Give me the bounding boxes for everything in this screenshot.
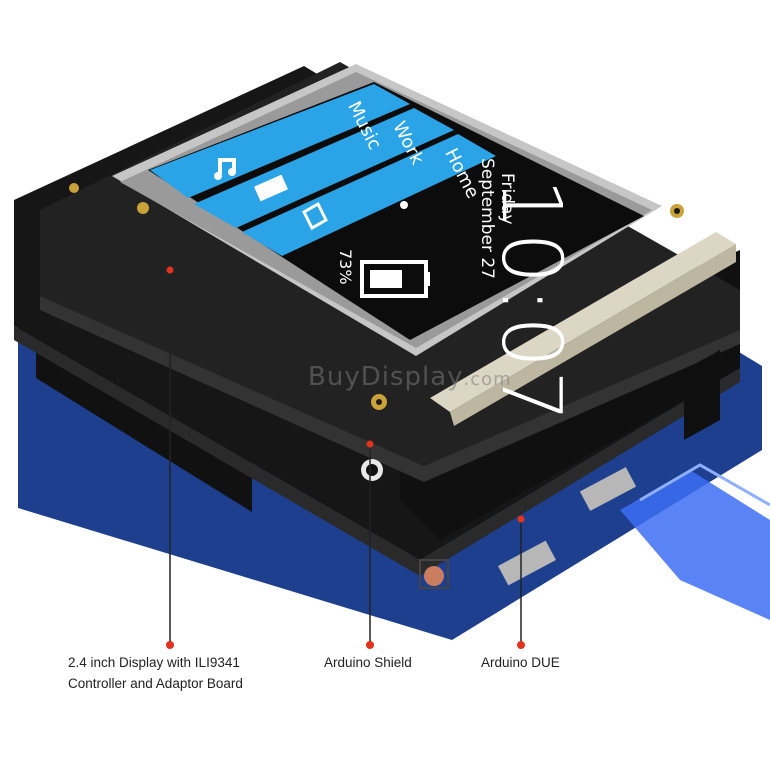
reset-button	[424, 566, 444, 586]
weather-icon	[400, 201, 408, 209]
usb-cable	[620, 470, 770, 620]
watermark-suffix: .com	[463, 369, 512, 390]
callout-dot-due	[517, 641, 525, 649]
watermark-brand: BuyDisplay	[308, 362, 464, 392]
callout-dot-shield	[366, 641, 374, 649]
callout-label-shield: Arduino Shield	[324, 655, 412, 670]
dc-power-jack	[684, 350, 720, 440]
tile-work-bg	[194, 108, 454, 228]
tile-music-bg	[150, 84, 410, 198]
callout-label-due: Arduino DUE	[481, 655, 560, 670]
tile-home-bg	[242, 134, 496, 256]
watermark: BuyDisplay.com	[308, 362, 512, 392]
briefcase-icon	[254, 174, 288, 202]
callout-label-display: 2.4 inch Display with ILI9341 Controller…	[68, 655, 243, 691]
micro-usb-port	[497, 540, 557, 586]
music-icon	[214, 158, 236, 180]
callout-dot-shield-top	[366, 440, 374, 448]
micro-usb-port	[579, 467, 637, 511]
callout-dot-display-top	[166, 266, 174, 274]
home-icon	[302, 201, 328, 231]
callout-dot-display	[166, 641, 174, 649]
callout-dot-due-top	[517, 515, 525, 523]
